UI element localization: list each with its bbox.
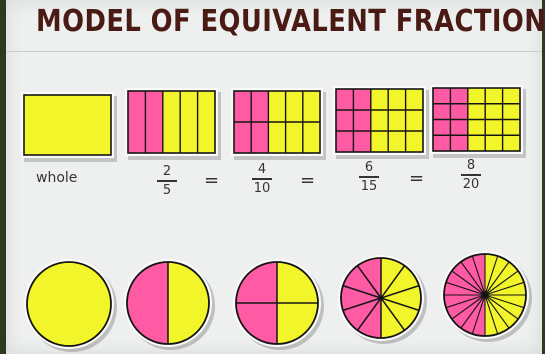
rect-outline [127, 90, 216, 154]
circle-sector-line [484, 255, 499, 296]
fraction-denominator: 10 [253, 180, 271, 196]
fraction-8-20: 8 20 [457, 158, 485, 192]
circle-outline [340, 257, 422, 339]
fraction-numerator: 8 [466, 158, 476, 173]
circle-sector-line [460, 261, 486, 296]
rect-outline [23, 94, 112, 156]
circle-sector-line [380, 265, 406, 299]
fraction-bar [157, 180, 177, 182]
rect-yellow-region [24, 95, 111, 155]
fraction-2-5: 2 5 [153, 164, 181, 198]
circle-sector-line [451, 294, 486, 320]
rect-outline [335, 88, 424, 153]
circle-outline [126, 261, 210, 345]
circle-outline [443, 253, 527, 337]
fraction-bar [461, 174, 481, 176]
circle-sector-line [380, 297, 420, 312]
whole-label: whole [36, 170, 78, 186]
equals-sign: = [409, 168, 425, 189]
circle-sector-line [380, 284, 420, 299]
fraction-bar [252, 178, 272, 180]
equals-sign: = [300, 170, 316, 191]
rect-outline [233, 90, 321, 154]
fraction-models [21, 85, 532, 352]
circle-outline [26, 261, 112, 347]
fraction-denominator: 20 [462, 176, 480, 192]
circle-sector-line [484, 261, 510, 296]
fraction-bar [359, 176, 379, 178]
fraction-numerator: 2 [162, 164, 172, 179]
circle-sector-line [356, 265, 382, 299]
circle-sector-line [356, 297, 382, 331]
circle-sector-line [484, 294, 499, 335]
poster-board: MODEL OF EQUIVALENT FRACTIONS whole 2 5 … [6, 0, 545, 354]
fraction-denominator: 15 [360, 178, 378, 194]
circle-pink-region [127, 262, 168, 344]
circle-sector-line [380, 297, 406, 331]
fraction-denominator: 5 [162, 182, 172, 198]
circle-outline [235, 261, 319, 345]
circle-sector-line [484, 281, 525, 296]
circle-sector-line [451, 270, 486, 296]
fraction-6-15: 6 15 [355, 160, 383, 194]
fraction-numerator: 4 [257, 162, 267, 177]
circle-sector-line [342, 297, 382, 312]
circle-sector-line [484, 294, 525, 309]
circle-sector-line [484, 294, 519, 320]
circle-sector-line [484, 270, 519, 296]
circle-sector-line [445, 294, 486, 309]
fraction-numerator: 6 [364, 160, 374, 175]
circle-yellow-region [27, 262, 111, 346]
circle-sector-line [471, 255, 486, 296]
circle-sector-line [484, 294, 510, 329]
circle-pink-region [341, 258, 381, 338]
circle-sector-line [342, 284, 382, 299]
circle-sector-line [471, 294, 486, 335]
rect-outline [432, 87, 521, 152]
fraction-4-10: 4 10 [248, 162, 276, 196]
circle-sector-line [445, 281, 486, 296]
circle-sector-line [460, 294, 486, 329]
equals-sign: = [204, 170, 220, 191]
title-rule [6, 51, 542, 52]
